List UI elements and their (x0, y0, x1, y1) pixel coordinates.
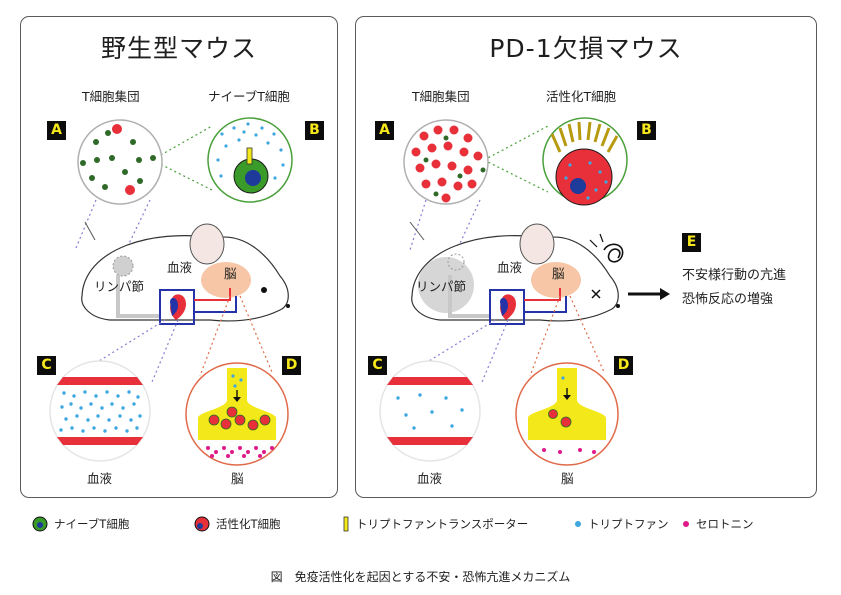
brain-label: 脳 (224, 266, 237, 281)
brain-label-ko: 脳 (552, 266, 565, 281)
activated-t-cell-label: 活性化T細胞 (546, 89, 617, 104)
legend-active: 活性化T細胞 (216, 517, 281, 531)
badge-d-ko: D (614, 356, 633, 375)
tryptophan-dots-c (59, 390, 142, 433)
legend-transporter: トリプトファントランスポーター (356, 517, 529, 531)
tryptophan-dots-b (216, 122, 285, 180)
legend-serotonin: セロトニン (696, 517, 754, 531)
figure-caption: 図 免疫活性化を起因とする不安・恐怖亢進メカニズム (270, 570, 571, 584)
badge-a-ko: A (375, 121, 394, 140)
legend-tryptophan: トリプトファン (588, 517, 669, 531)
brain-caption-ko: 脳 (561, 471, 574, 486)
legend-naive: ナイーブT細胞 (54, 517, 130, 531)
brain-caption: 脳 (231, 471, 244, 486)
badge-e: E (682, 233, 701, 252)
t-cell-population-label-ko: T細胞集団 (412, 89, 470, 104)
badge-a: A (47, 121, 66, 140)
legend-icons (32, 516, 689, 532)
badge-b-ko: B (637, 121, 656, 140)
blood-label-ko: 血液 (497, 260, 523, 275)
pd1-knockout-art (379, 117, 670, 466)
effect-fear: 恐怖反応の増強 (682, 292, 774, 307)
t-cell-population-label: T細胞集団 (82, 89, 140, 104)
naive-t-cell-label: ナイーブT細胞 (208, 89, 290, 104)
naive-cell-dots (80, 130, 156, 190)
badge-d: D (282, 356, 301, 375)
lymph-node-label: リンパ節 (94, 279, 145, 294)
blood-caption-ko: 血液 (417, 471, 443, 486)
lymph-node-label-ko: リンパ節 (416, 279, 467, 294)
blood-label: 血液 (167, 260, 193, 275)
badge-b: B (305, 121, 324, 140)
t-cell-population-circle-ko (403, 119, 489, 205)
badge-c-ko: C (368, 356, 387, 375)
effect-anxiety: 不安様行動の亢進 (682, 268, 787, 283)
blood-caption: 血液 (87, 471, 113, 486)
wild-type-title: 野生型マウス (100, 34, 257, 63)
blood-zoom-circle-ko (379, 360, 481, 462)
blood-zoom-circle (49, 360, 151, 462)
pd1-knockout-title: PD-1欠損マウス (489, 34, 683, 63)
badge-c: C (37, 356, 56, 375)
wild-type-art (49, 117, 293, 466)
